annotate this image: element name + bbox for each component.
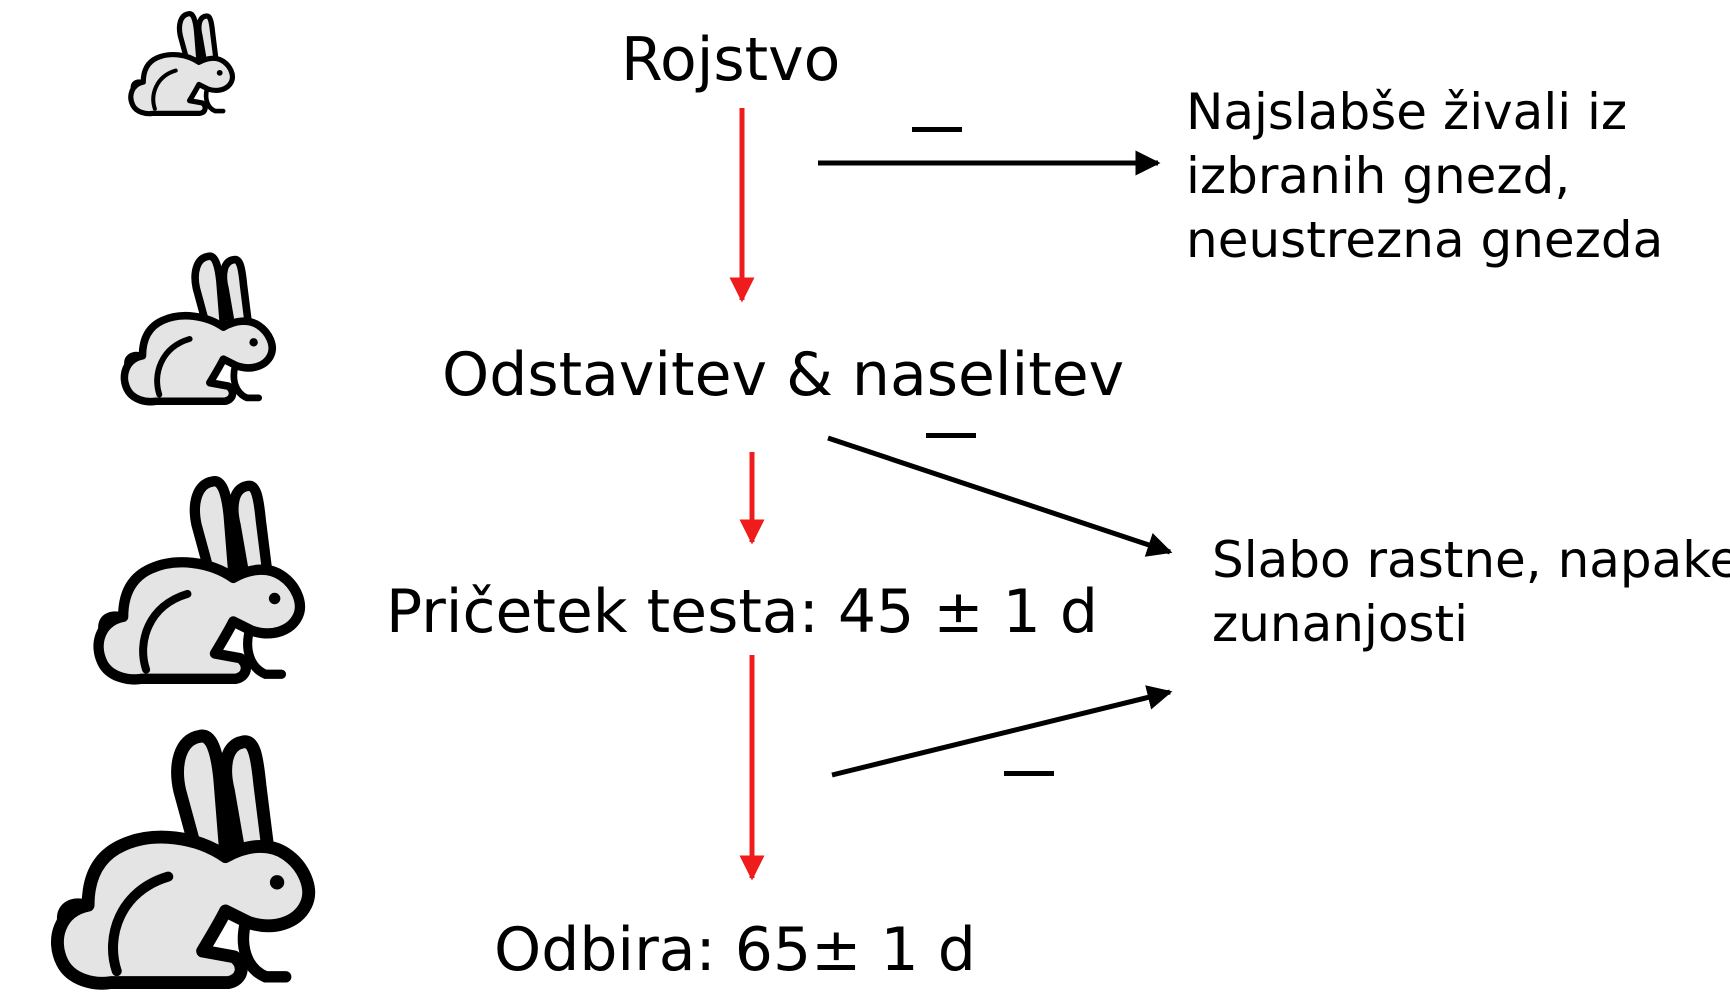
cull-note-birth-line: neustrezna gnezda: [1186, 211, 1664, 269]
stage-label-birth: Rojstvo: [621, 25, 841, 95]
cull-arrow-weaning: [827, 435, 1173, 557]
stage-label-test-start: Pričetek testa: 45 ± 1 d: [386, 577, 1099, 647]
cull-note-growth-line: zunanjosti: [1212, 595, 1468, 653]
cull-note-growth: Slabo rastne, napake zunanjosti: [1212, 528, 1730, 656]
cull-note-birth-line: Najslabše živali iz: [1186, 83, 1628, 141]
stage-label-weaning: Odstavitev & naselitev: [442, 340, 1125, 410]
cull-minus-sign-weaning: [926, 433, 976, 438]
cull-note-growth-line: Slabo rastne, napake: [1212, 531, 1730, 589]
cull-arrow-test: [831, 685, 1173, 778]
cull-note-birth-line: izbranih gnezd,: [1186, 147, 1571, 205]
cull-minus-sign-birth: [912, 127, 962, 132]
stage-label-selection: Odbira: 65± 1 d: [494, 915, 976, 985]
cull-minus-sign-test: [1004, 771, 1054, 776]
cull-note-birth: Najslabše živali iz izbranih gnezd, neus…: [1186, 80, 1663, 272]
